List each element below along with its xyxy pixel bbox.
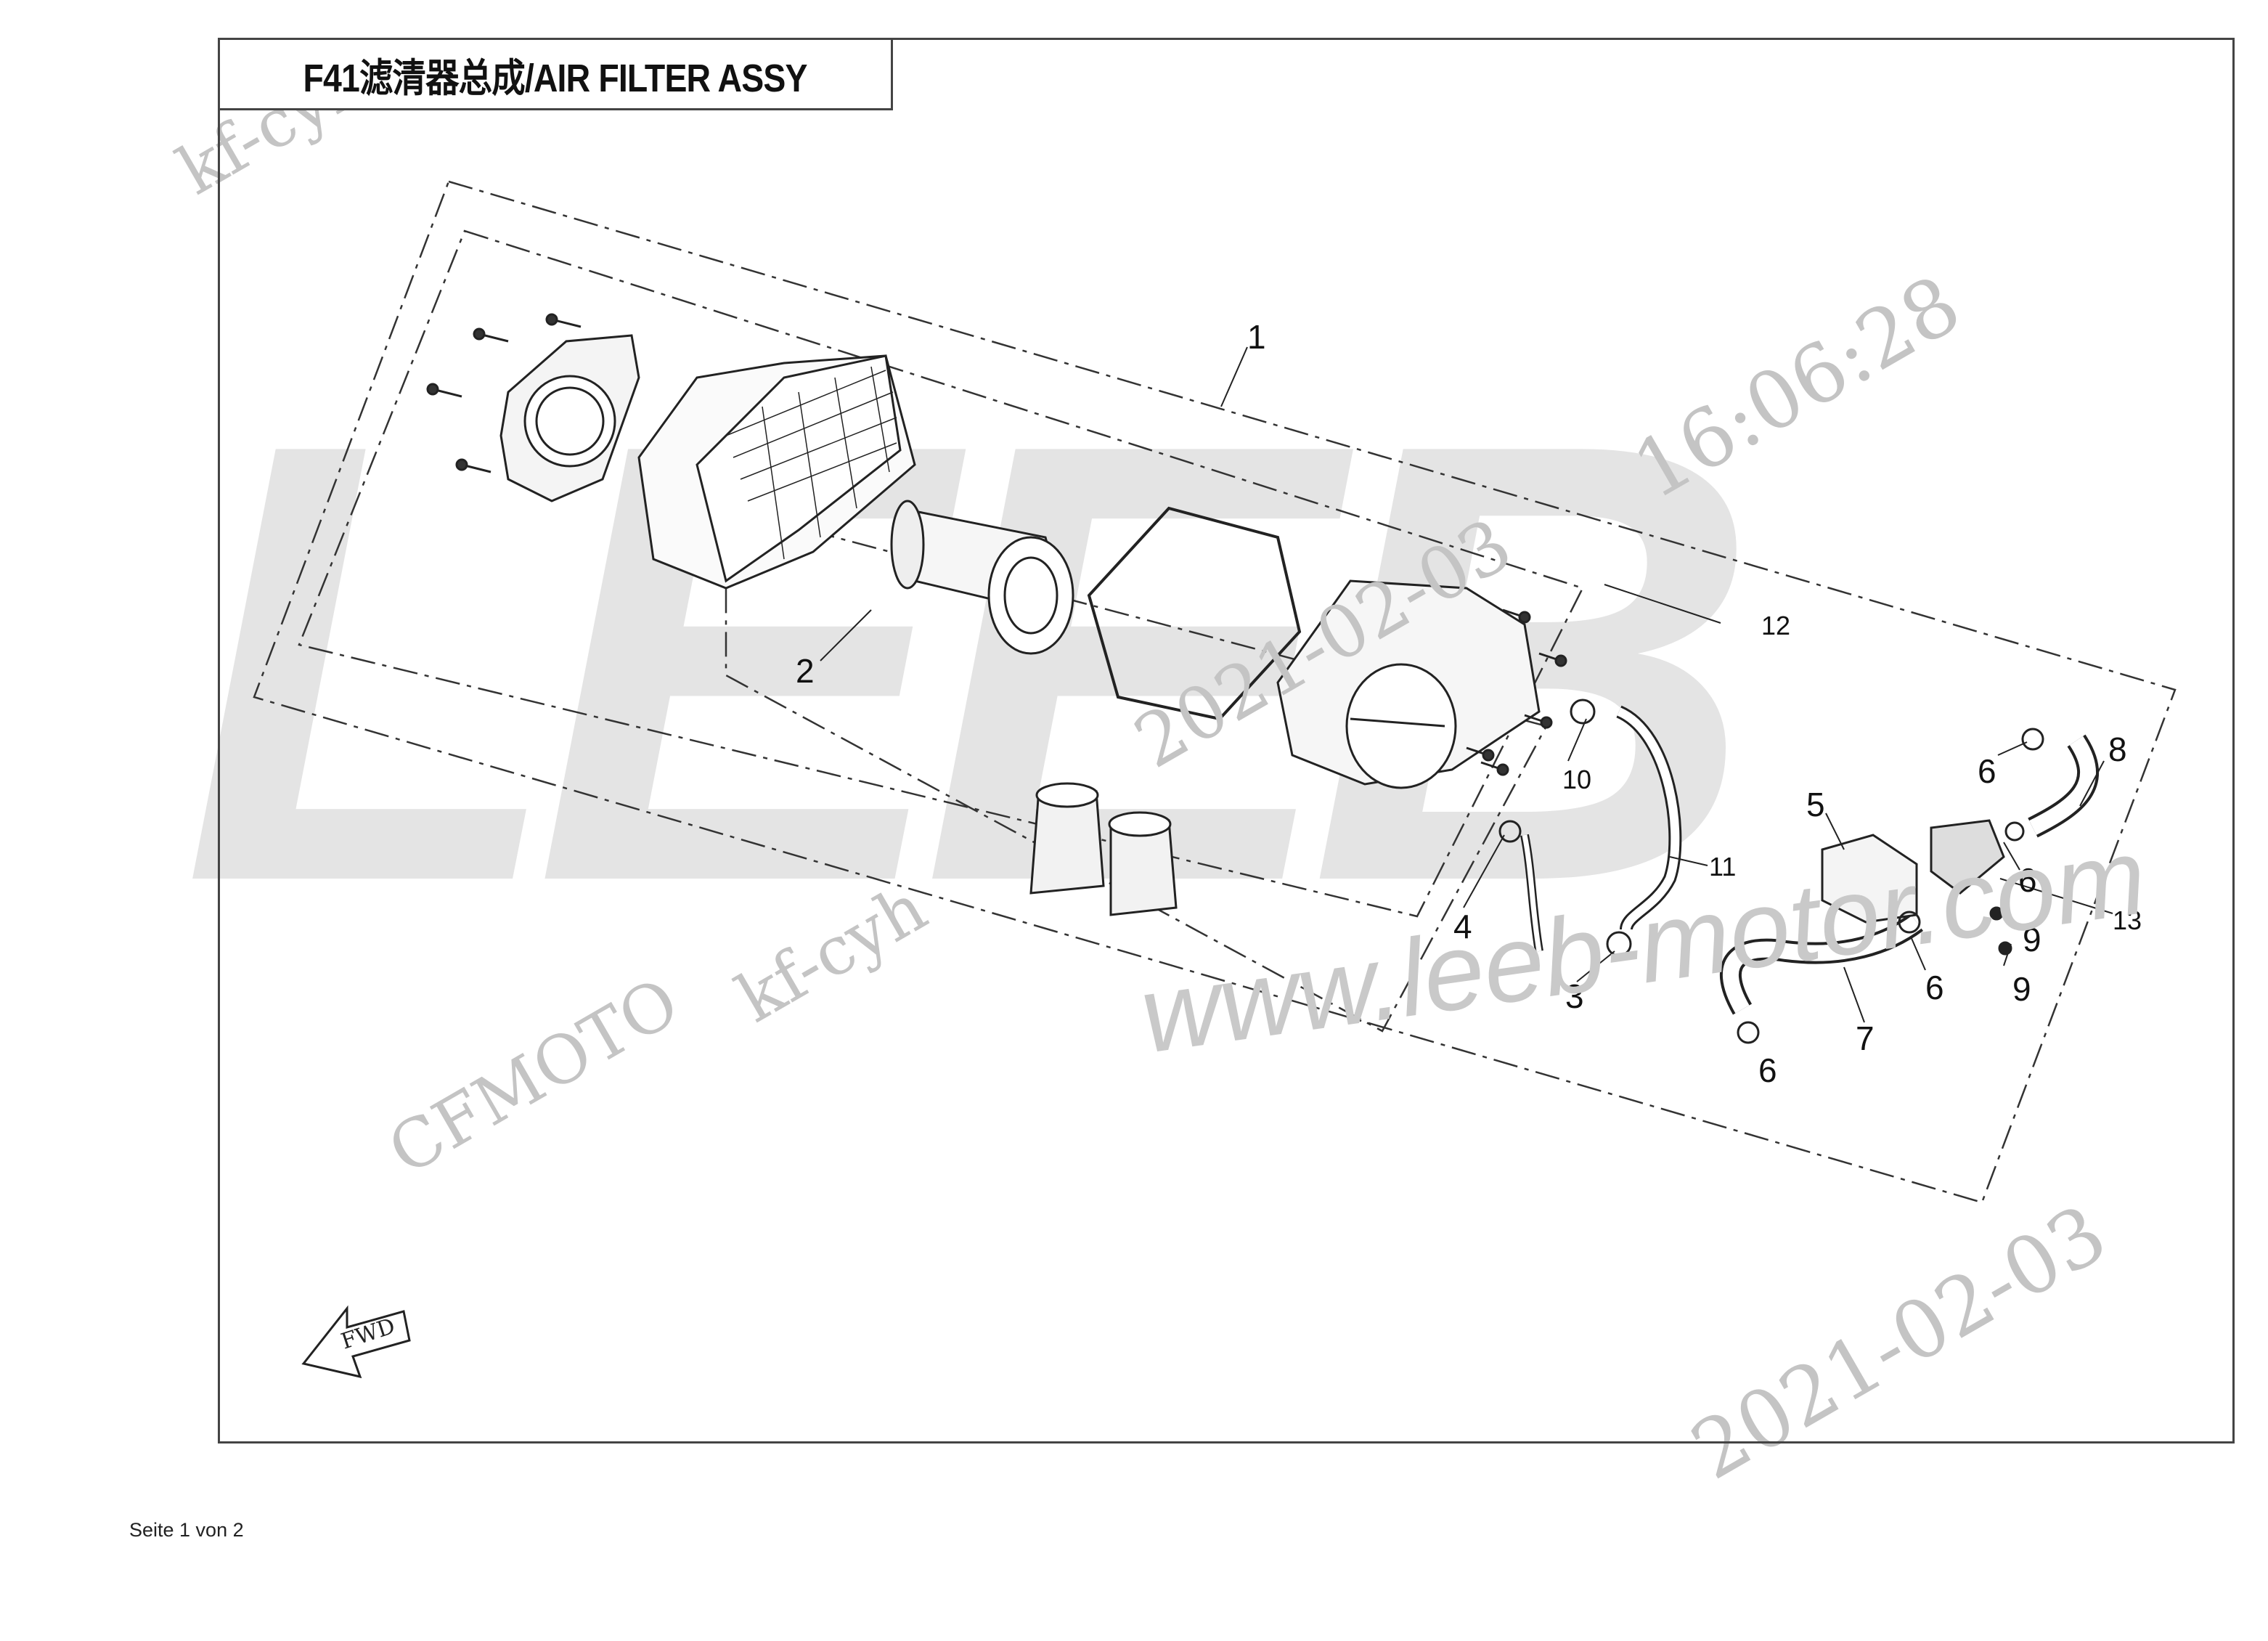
- filter-element: [890, 500, 1074, 655]
- valve-13: [1930, 819, 2005, 895]
- housing-mesh: [696, 354, 902, 583]
- callout-1: 1: [1247, 318, 1266, 356]
- bolts-right: [1466, 608, 1567, 776]
- mesh-grid: [725, 366, 897, 560]
- callout-10: 10: [1562, 765, 1591, 794]
- callout-2: 2: [796, 652, 815, 690]
- callouts: 1 2 3 4 5 6 6 6 6 7 8 9 9 10 11 12 13: [796, 318, 2142, 1089]
- callout-6-valve: 6: [2018, 861, 2037, 899]
- intake-boots: [1029, 782, 1178, 916]
- outline-inner-box: [725, 507, 1548, 1033]
- clamp-10: [1570, 699, 1596, 725]
- bolt-9a: [1989, 906, 2004, 921]
- callout-9-lower: 9: [2012, 970, 2031, 1008]
- drawing-frame: [218, 38, 2235, 1443]
- clamp-6a: [2021, 728, 2044, 751]
- page-footer: Seite 1 von 2: [129, 1519, 244, 1541]
- callout-4: 4: [1453, 908, 1472, 945]
- bolts-left: [426, 313, 582, 473]
- housing-gasket: [1087, 506, 1302, 721]
- assembly-outlines: [253, 180, 2177, 1204]
- callout-6-pipe: 6: [1925, 969, 1944, 1006]
- diagram-title: F41滤清器总成/AIR FILTER ASSY: [303, 56, 808, 100]
- callout-9-upper: 9: [2023, 921, 2041, 958]
- callout-5: 5: [1806, 786, 1825, 823]
- clamp-6d: [1737, 1021, 1760, 1044]
- callout-3: 3: [1565, 977, 1584, 1015]
- clamp-6c: [1898, 911, 1921, 934]
- callout-7: 7: [1856, 1019, 1875, 1057]
- clamp-4: [1498, 820, 1522, 843]
- outline-inner-12: [298, 229, 1584, 918]
- air-filter-housing-front: [1276, 579, 1567, 789]
- flange-opening: [523, 375, 616, 468]
- leader-lines: [820, 346, 2113, 1023]
- clamp-3: [1606, 931, 1632, 957]
- clamp-6b: [2004, 821, 2025, 842]
- callout-6-top: 6: [1978, 752, 1996, 790]
- air-filter-housing-rear: [426, 313, 916, 590]
- title-box: F41滤清器总成/AIR FILTER ASSY: [218, 38, 893, 110]
- callout-13: 13: [2113, 905, 2142, 935]
- callout-11: 11: [1709, 852, 1736, 881]
- flange-opening-inner: [535, 386, 605, 456]
- callout-6-bottom: 6: [1758, 1051, 1777, 1089]
- callout-12: 12: [1761, 611, 1790, 640]
- callout-8: 8: [2108, 730, 2127, 768]
- hoses: [1498, 699, 2100, 1044]
- outline-assembly-1: [253, 180, 2177, 1204]
